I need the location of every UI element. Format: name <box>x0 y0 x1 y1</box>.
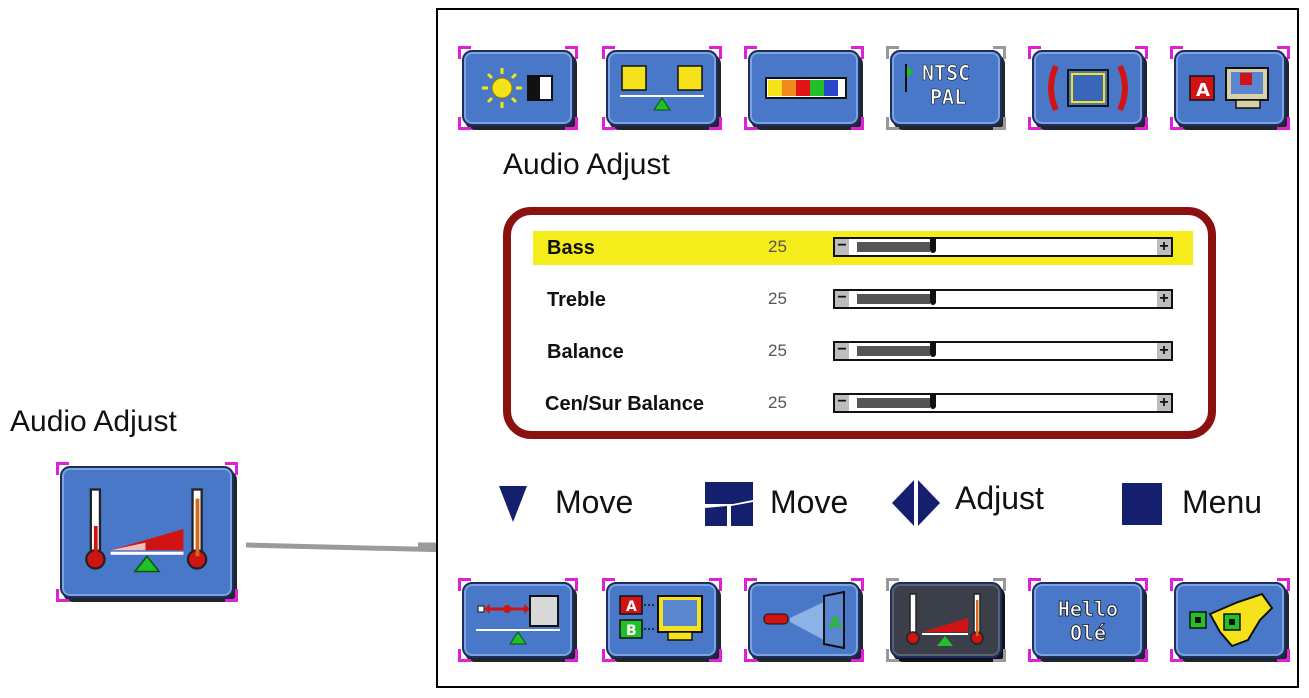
plus-icon: + <box>1157 343 1171 359</box>
treble-slider[interactable]: − + <box>833 289 1173 309</box>
brightness-contrast-icon <box>482 68 553 108</box>
color-balance-icon <box>620 65 704 111</box>
slider-knob[interactable] <box>930 343 936 357</box>
hint-menu-label: Menu <box>1182 484 1263 520</box>
bass-slider[interactable]: − + <box>833 237 1173 257</box>
projector-button[interactable]: A <box>744 578 864 662</box>
audio-adjust-button[interactable] <box>886 578 1006 662</box>
position-balance-button[interactable] <box>458 578 578 662</box>
row-label: Bass <box>547 237 595 259</box>
slider-row-balance[interactable]: Balance 25 − + <box>533 335 1193 369</box>
ntsc-pal-icon: NTSC PAL <box>905 61 970 109</box>
slider-fill <box>857 294 930 304</box>
language-display-icon: A <box>1189 67 1269 109</box>
slider-knob[interactable] <box>930 291 936 305</box>
brightness-contrast-button[interactable] <box>458 46 578 130</box>
slider-knob[interactable] <box>930 395 936 409</box>
audio-adjust-large-icon[interactable] <box>56 462 238 602</box>
hint-move-label: Move <box>555 484 634 520</box>
color-balance-button[interactable] <box>602 46 722 130</box>
ntsc-text: NTSC <box>922 61 970 85</box>
slider-fill <box>857 398 930 408</box>
hint-page-move-label: Move <box>770 484 849 520</box>
row-label: Balance <box>547 341 624 363</box>
screen-size-button[interactable] <box>1028 46 1148 130</box>
color-bars-button[interactable] <box>744 46 864 130</box>
input-source-icon: A B <box>619 595 703 641</box>
ntsc-pal-button[interactable]: NTSC PAL <box>886 46 1006 130</box>
page-move-icon <box>705 482 753 526</box>
screen-size-icon <box>1048 64 1128 112</box>
minus-icon: − <box>835 342 849 359</box>
slider-row-cen-sur-balance[interactable]: Cen/Sur Balance 25 − + <box>533 387 1193 421</box>
input-source-button[interactable]: A B <box>602 578 722 662</box>
slider-row-bass[interactable]: Bass 25 − + <box>533 231 1193 265</box>
hint-adjust-label: Adjust <box>955 480 1044 516</box>
hello-text: Hello <box>1058 597 1118 621</box>
slider-fill <box>857 346 930 356</box>
slider-rows: Bass 25 − + Treble 25 − + Balance 25 − +… <box>503 207 1216 439</box>
hello-ole-button[interactable]: Hello Olé <box>1028 578 1148 662</box>
minus-icon: − <box>835 238 849 255</box>
position-balance-icon <box>476 595 560 645</box>
row-value: 25 <box>768 341 787 360</box>
input-letter-b: B <box>626 623 637 639</box>
pal-text: PAL <box>930 85 966 109</box>
minus-icon: − <box>835 394 849 411</box>
color-bars-icon <box>765 77 847 99</box>
left-icon-title: Audio Adjust <box>10 405 177 438</box>
slider-fill <box>857 242 930 252</box>
minus-icon: − <box>835 290 849 307</box>
hello-ole-icon: Hello Olé <box>1057 597 1118 646</box>
menu-square-icon <box>1122 483 1162 525</box>
left-right-arrows-icon <box>892 480 940 526</box>
down-triangle-icon <box>499 486 527 522</box>
projector-letter: A <box>829 613 842 632</box>
projector-icon: A <box>763 590 845 650</box>
row-value: 25 <box>768 289 787 308</box>
tools-button[interactable] <box>1170 578 1290 662</box>
row-value: 25 <box>768 237 787 256</box>
balance-slider[interactable]: − + <box>833 341 1173 361</box>
plus-icon: + <box>1157 395 1171 411</box>
plus-icon: + <box>1157 239 1171 255</box>
row-label: Treble <box>547 289 606 311</box>
row-label: Cen/Sur Balance <box>545 393 704 415</box>
language-letter: A <box>1196 80 1210 101</box>
slider-row-treble[interactable]: Treble 25 − + <box>533 283 1193 317</box>
language-display-button[interactable]: A <box>1170 46 1290 130</box>
row-value: 25 <box>768 393 787 412</box>
cen-sur-balance-slider[interactable]: − + <box>833 393 1173 413</box>
osd-title: Audio Adjust <box>503 148 670 181</box>
plus-icon: + <box>1157 291 1171 307</box>
slider-knob[interactable] <box>930 239 936 253</box>
input-letter-a: A <box>626 599 637 615</box>
ole-text: Olé <box>1070 621 1106 645</box>
audio-adjust-icon <box>906 593 984 646</box>
tools-icon <box>1189 592 1274 648</box>
